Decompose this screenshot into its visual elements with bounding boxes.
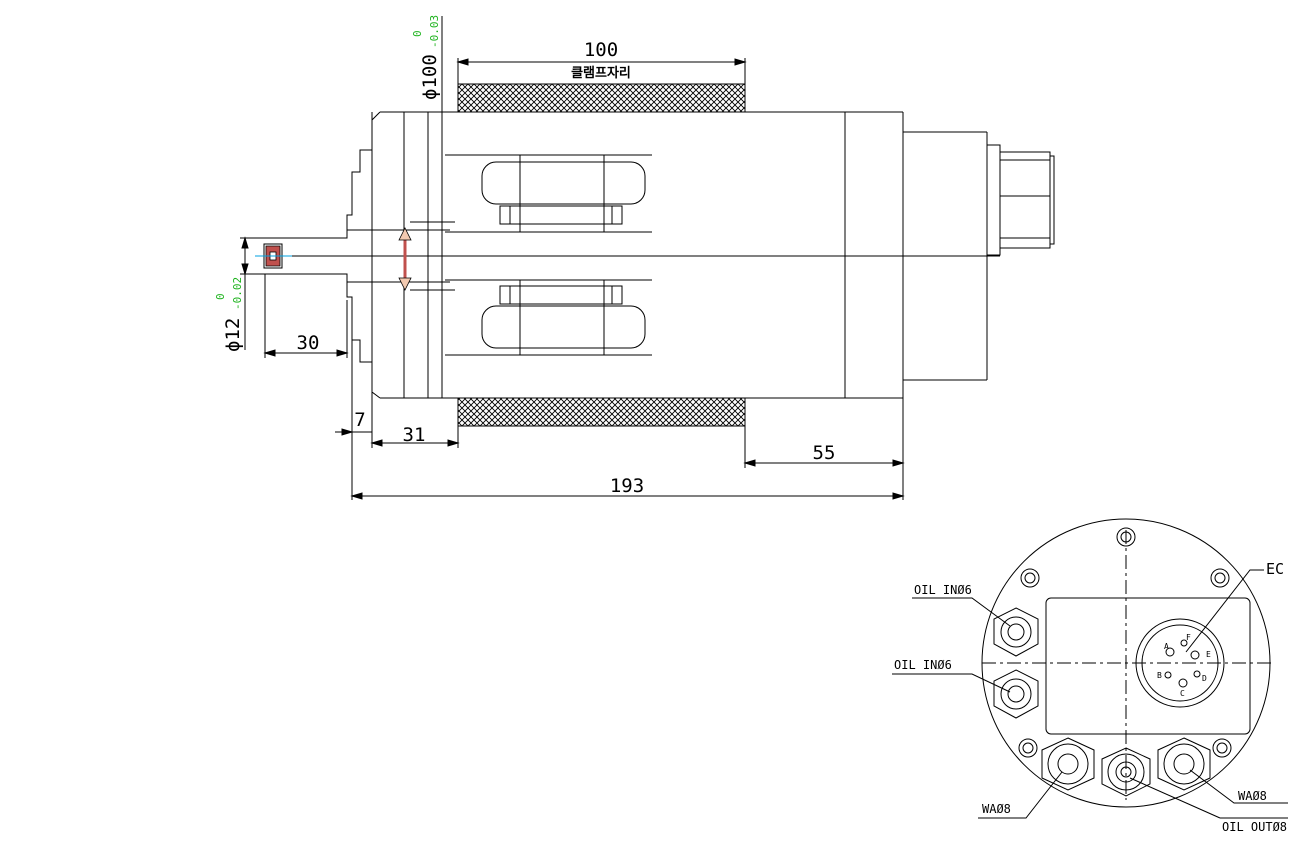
dim-text-31: 31: [403, 424, 426, 446]
pin-d: D: [1202, 674, 1207, 683]
dim-text-30: 30: [297, 332, 320, 354]
dim-text-7: 7: [354, 409, 365, 431]
ec-pin-labels: A F E B C D: [1157, 633, 1211, 698]
svg-text:-0.03: -0.03: [428, 15, 441, 48]
coil-bottom: [445, 279, 652, 356]
clamp-zone-top: [457, 83, 746, 113]
label-wa-left: WAØ8: [982, 802, 1011, 816]
spindle-body: [285, 111, 1000, 399]
coil-top: [445, 154, 652, 233]
front-flange: [265, 111, 381, 399]
pin-e: E: [1206, 650, 1211, 659]
dim-text-phi12: ϕ12 0 -0.02: [214, 277, 244, 352]
label-oil-out: OIL OUTØ8: [1222, 820, 1287, 834]
label-ec: EC: [1266, 560, 1284, 578]
clamp-label: 클램프자리: [571, 65, 631, 81]
svg-text:ϕ12: ϕ12: [222, 318, 244, 352]
label-oil-in-top: OIL INØ6: [914, 583, 972, 597]
dim-shaft-diameter: [240, 236, 265, 350]
side-view: [240, 16, 1055, 500]
wa-port-left: [1041, 737, 1095, 791]
oil-in-port-top: [993, 607, 1039, 657]
dim-shaft-length: [263, 274, 349, 358]
dim-overall-length: [350, 492, 905, 500]
clamp-zone-bottom: [457, 397, 746, 427]
wa-port-right: [1157, 737, 1211, 791]
label-oil-in-mid: OIL INØ6: [894, 658, 952, 672]
ec-connector: [1135, 618, 1225, 708]
svg-text:-0.02: -0.02: [231, 277, 244, 310]
pin-f: F: [1186, 633, 1191, 642]
connector-panel: [1045, 597, 1251, 735]
oil-in-port-mid: [993, 669, 1039, 719]
pin-b: B: [1157, 671, 1162, 680]
drawbar-arrow: [398, 227, 412, 291]
dim-text-100: 100: [584, 39, 618, 61]
svg-text:0: 0: [214, 293, 227, 300]
mounting-holes: [1018, 527, 1232, 758]
dim-rear-length: [743, 398, 905, 500]
dim-flange-offsets: [335, 340, 460, 500]
svg-text:0: 0: [411, 30, 424, 37]
end-view: [892, 518, 1288, 819]
dim-clamp-length: [456, 58, 747, 84]
pin-a: A: [1164, 642, 1169, 651]
shaft-tip: [255, 243, 292, 269]
rear-connector: [903, 131, 1055, 381]
dim-text-phi100: ϕ100 0 -0.03: [411, 15, 441, 100]
svg-text:ϕ100: ϕ100: [419, 54, 441, 100]
oil-out-port: [1101, 747, 1151, 797]
dim-text-55: 55: [813, 442, 836, 464]
leader-lines: [892, 569, 1288, 819]
dim-text-193: 193: [610, 475, 644, 497]
pin-c: C: [1180, 689, 1185, 698]
label-wa-right: WAØ8: [1238, 789, 1267, 803]
